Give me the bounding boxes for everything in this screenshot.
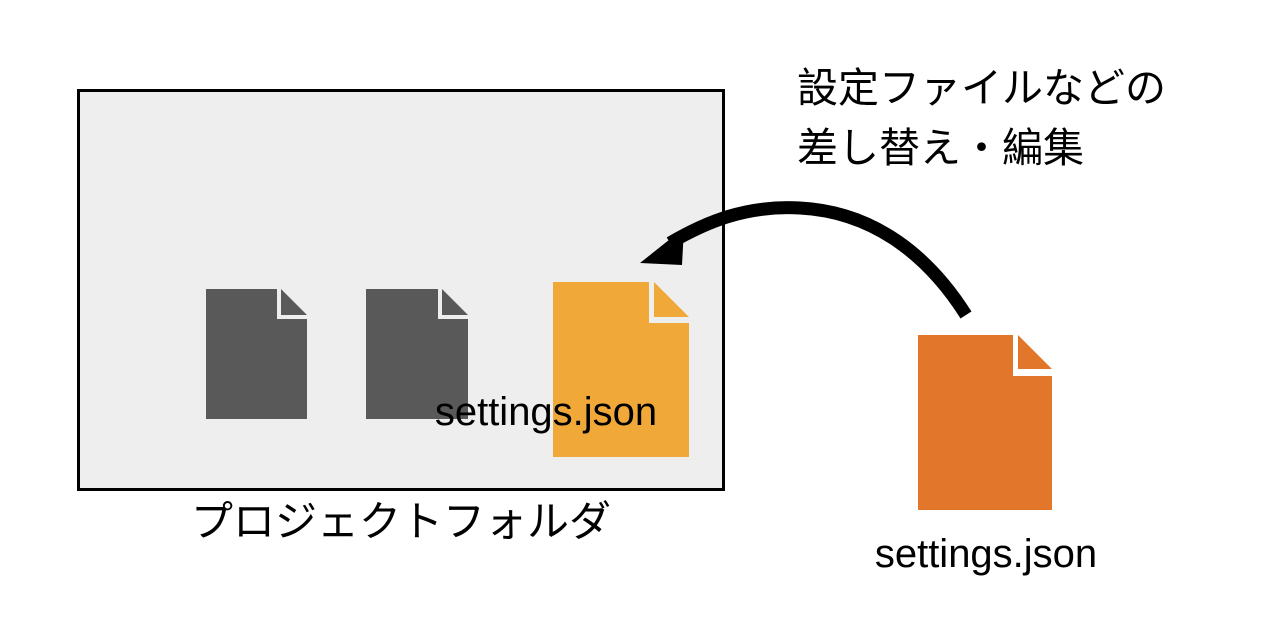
annotation-text-block: 設定ファイルなどの 差し替え・編集: [797, 58, 1237, 178]
annotation-line-1: 設定ファイルなどの: [797, 65, 1166, 111]
file-label-settings-json-inner: settings.json: [434, 390, 658, 434]
annotation-line-2: 差し替え・編集: [797, 125, 1084, 171]
project-folder-caption: プロジェクトフォルダ: [190, 498, 611, 545]
project-folder-box: settings.json: [77, 89, 725, 491]
file-icon-generic-1: [206, 289, 307, 419]
file-icon-settings-json-external: [918, 335, 1052, 510]
file-icon-generic-2: [366, 289, 468, 419]
file-label-settings-json-external: settings.json: [874, 532, 1098, 576]
